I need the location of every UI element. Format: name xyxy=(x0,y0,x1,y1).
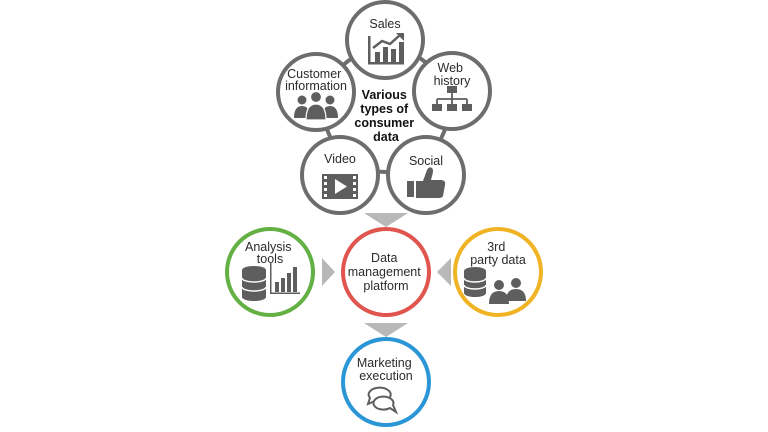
svg-text:Customer information: Customer information xyxy=(285,67,347,93)
center-caption-line3: consumer xyxy=(354,116,414,130)
svg-text:Marketing execution: Marketing execution xyxy=(357,356,415,383)
speech-bubbles-icon xyxy=(366,386,399,415)
database-chart-icon xyxy=(241,262,300,301)
svg-text:Sales: Sales xyxy=(369,17,400,31)
svg-text:3rd party data: 3rd party data xyxy=(470,240,526,267)
marketing-label-line1: Marketing xyxy=(357,356,412,370)
social-node: Social xyxy=(386,135,466,215)
web-history-node: Web history xyxy=(412,51,492,131)
marketing-execution-node: Marketing execution xyxy=(341,337,431,427)
customer-information-node: Customer information xyxy=(276,52,356,132)
svg-text:Data management pl: Data management platform xyxy=(348,251,424,293)
sales-node: Sales xyxy=(345,0,425,80)
platform-label-line2: management xyxy=(348,265,421,279)
web-history-label-line1: Web xyxy=(438,61,464,75)
bar-chart-up-arrow-icon xyxy=(368,33,404,65)
svg-text:Video: Video xyxy=(324,152,356,166)
svg-text:Social: Social xyxy=(409,154,443,168)
platform-label-line1: Data xyxy=(371,251,397,265)
center-caption: Various types of consumer data xyxy=(354,88,417,144)
sales-label: Sales xyxy=(369,17,400,31)
center-caption-line2: types of xyxy=(360,102,409,116)
svg-text:Analysis tools: Analysis tools xyxy=(245,240,295,266)
thumbs-up-icon xyxy=(407,167,446,198)
film-play-icon xyxy=(322,174,358,199)
center-caption-line4: data xyxy=(373,130,400,144)
third-party-label-line1: 3rd xyxy=(487,240,505,254)
left-arrow-from-third-party xyxy=(437,258,451,286)
svg-text:Various types of c: Various types of consumer data xyxy=(354,88,417,144)
analysis-tools-node: Analysis tools xyxy=(225,227,315,317)
video-label: Video xyxy=(324,152,356,166)
analysis-label-line2: tools xyxy=(257,252,283,266)
sitemap-icon xyxy=(432,86,472,111)
down-arrow-to-platform xyxy=(364,213,408,227)
customer-information-label-line2: information xyxy=(285,79,347,93)
data-management-platform-node: Data management platform xyxy=(341,227,431,317)
video-node: Video xyxy=(300,135,380,215)
center-caption-line1: Various xyxy=(362,88,407,102)
people-group-icon xyxy=(294,90,338,121)
svg-text:Web history: Web history xyxy=(434,61,472,88)
analysis-label-line1: Analysis xyxy=(245,240,292,254)
third-party-data-node: 3rd party data xyxy=(453,227,543,317)
database-users-icon xyxy=(463,267,526,304)
marketing-label-line2: execution xyxy=(359,369,413,383)
customer-information-label-line1: Customer xyxy=(287,67,341,81)
third-party-label-line2: party data xyxy=(470,253,526,267)
web-history-label-line2: history xyxy=(434,74,472,88)
platform-label-line3: platform xyxy=(363,279,408,293)
down-arrow-to-marketing xyxy=(364,323,408,337)
right-arrow-from-analysis xyxy=(322,258,335,286)
social-label: Social xyxy=(409,154,443,168)
